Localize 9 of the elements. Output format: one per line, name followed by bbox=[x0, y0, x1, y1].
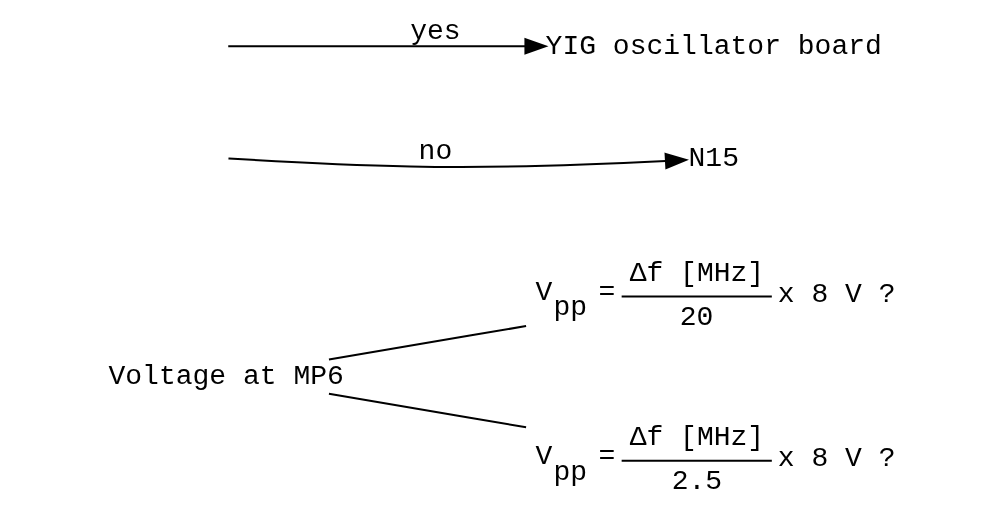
connector bbox=[327, 325, 527, 361]
node-text: YIG oscillator board bbox=[545, 30, 882, 62]
node-text: N15 bbox=[688, 142, 739, 174]
edge-label: no bbox=[418, 135, 452, 167]
edge-label: yes bbox=[409, 15, 461, 47]
arrow bbox=[226, 152, 689, 170]
arrow bbox=[226, 37, 548, 55]
connector bbox=[327, 392, 527, 429]
node-text: Voltage at MP6 bbox=[107, 361, 344, 393]
